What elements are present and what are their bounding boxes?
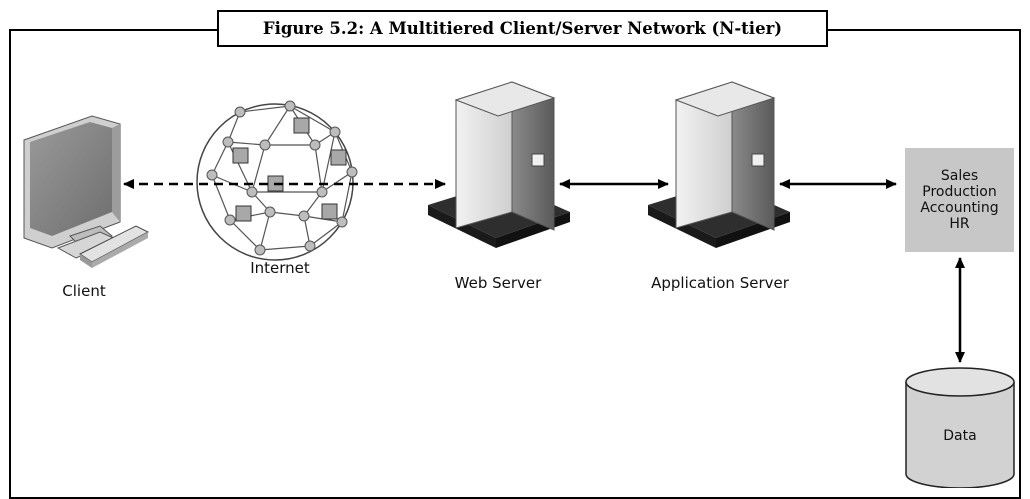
database-production-label: Production: [922, 184, 997, 200]
internet-globe-icon: [196, 100, 358, 261]
network-diagram: [23, 81, 1015, 488]
application-server-label: Application Server: [651, 274, 789, 292]
data-label: Data: [943, 428, 977, 444]
database-accounting-label: Accounting: [920, 200, 999, 216]
data-cylinder-icon: [905, 367, 1015, 488]
web-server-icon: [428, 81, 570, 248]
web-server-label: Web Server: [454, 274, 542, 292]
figure-title: Figure 5.2: A Multitiered Client/Server …: [217, 10, 828, 47]
internet-label: Internet: [250, 259, 310, 277]
database-sales-label: Sales: [940, 168, 979, 184]
application-server-icon: [648, 81, 790, 248]
client-computer-icon: [23, 115, 150, 268]
database-hr-label: HR: [949, 216, 970, 232]
client-label: Client: [62, 282, 106, 300]
database-box: Sales Production Accounting HR: [905, 148, 1014, 252]
